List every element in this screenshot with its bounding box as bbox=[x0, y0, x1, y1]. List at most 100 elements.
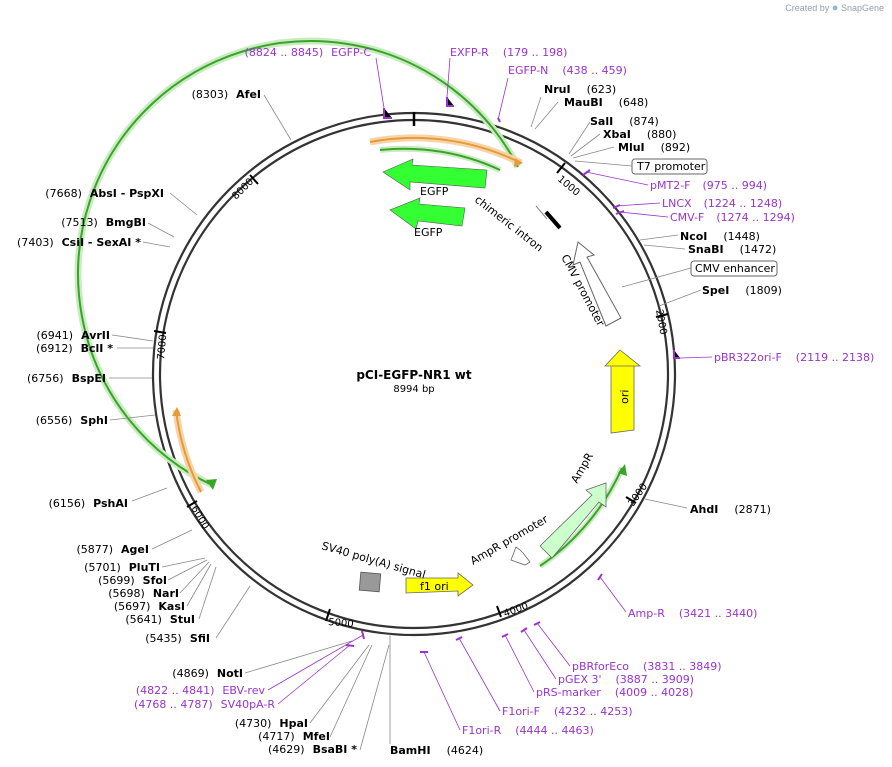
primer-label-prs-marker: pRS-marker(4009 .. 4028) bbox=[536, 686, 693, 699]
snapgene-credit: Created by ● SnapGene bbox=[785, 2, 884, 14]
site-label-csii: (7403)CsiI - SexAI * bbox=[17, 236, 141, 249]
leader-xbai bbox=[570, 133, 601, 157]
leader-pgex3 bbox=[523, 629, 557, 680]
credit-brand: SnapGene bbox=[840, 3, 884, 13]
primer-mark-egfp-c bbox=[383, 108, 392, 119]
leader-f1ori-f bbox=[458, 637, 501, 712]
site-label-kasi: (5697)KasI bbox=[114, 600, 185, 613]
leader-cmv-enhancer bbox=[621, 267, 692, 288]
site-label-absi: (7668)AbsI - PspXI bbox=[45, 187, 164, 200]
plasmid-name: pCI-EGFP-NR1 wt bbox=[356, 368, 472, 382]
tick-label-5000: 5000 bbox=[328, 617, 354, 630]
leader-sfii bbox=[215, 585, 251, 639]
leader-prs-marker bbox=[504, 634, 535, 693]
leader-pbr322ori-f bbox=[679, 356, 713, 359]
cmv-enhancer-label: CMV enhancer bbox=[695, 262, 775, 275]
orf-arc-right bbox=[539, 467, 623, 567]
primer-label-sv40pa-r: (4768 .. 4787)SV40pA-R bbox=[134, 698, 275, 711]
site-label-maubi: MauBI(648) bbox=[564, 96, 648, 109]
right-site-labels: NruI(623) MauBI(648) SalI(874) XbaI(880)… bbox=[390, 83, 782, 757]
left-leaders bbox=[109, 94, 390, 751]
site-label-sfii: (5435)SfiI bbox=[145, 632, 210, 645]
primer-label-egfp-n: EGFP-N(438 .. 459) bbox=[508, 64, 627, 77]
leader-mfei bbox=[329, 644, 373, 738]
primer-leaders bbox=[267, 57, 713, 731]
site-label-spei: SpeI(1809) bbox=[702, 284, 782, 297]
site-label-ncoi: NcoI(1448) bbox=[680, 230, 760, 243]
leader-ebv-rev bbox=[267, 634, 364, 691]
f1-ori-label: f1 ori bbox=[420, 580, 449, 593]
leader-pmt2-f bbox=[585, 171, 649, 186]
site-label-stui: (5641)StuI bbox=[125, 613, 195, 626]
tick-7000 bbox=[153, 330, 167, 334]
leader-pluti bbox=[161, 557, 206, 568]
leader-ahdi bbox=[644, 498, 688, 509]
site-label-hpai: (4730)HpaI bbox=[235, 717, 308, 730]
sv40-polya-box bbox=[358, 571, 382, 593]
primer-mark-cmv-f bbox=[615, 210, 625, 215]
site-label-mlui: MluI(892) bbox=[618, 141, 690, 154]
ampr-label: AmpR bbox=[568, 450, 596, 485]
t7-promoter-box bbox=[631, 158, 708, 175]
site-label-bspei: (6756)BspEI bbox=[27, 372, 106, 385]
primer-label-lncx: LNCX(1224 .. 1248) bbox=[662, 197, 782, 210]
ori-label: ori bbox=[618, 389, 631, 404]
cmv-enhancer-box bbox=[690, 260, 778, 277]
primer-label-ebv-rev: (4822 .. 4841)EBV-rev bbox=[136, 684, 266, 697]
orf-arc-left bbox=[77, 40, 519, 486]
egfp-label-1: EGFP bbox=[420, 185, 449, 198]
primer-label-amp-r: Amp-R(3421 .. 3440) bbox=[628, 607, 757, 620]
orf-arc-left-orange-bg bbox=[172, 409, 205, 494]
primer-label-egfp-c: (8824 .. 8845)EGFP-C bbox=[245, 46, 372, 59]
primer-label-pbrforeco: pBRforEco(3831 .. 3849) bbox=[572, 660, 722, 673]
site-label-bmgbi: (7513)BmgBI bbox=[61, 216, 146, 229]
leader-maubi bbox=[534, 101, 559, 130]
tick-label-6000: 6000 bbox=[188, 504, 210, 532]
egfp-label-2: EGFP bbox=[414, 226, 443, 239]
site-label-pluti: (5701)PluTI bbox=[84, 561, 160, 574]
site-label-bcli: (6912)BclI * bbox=[36, 342, 113, 355]
tick-4000 bbox=[496, 605, 502, 618]
egfp-arrow-1 bbox=[382, 158, 488, 191]
leader-snabi bbox=[643, 244, 686, 250]
tick-label-4000: 4000 bbox=[502, 601, 530, 620]
tick-label-3000: 3000 bbox=[626, 482, 650, 509]
t7-promoter-label: T7 promoter bbox=[636, 160, 706, 173]
leader-sfoi bbox=[167, 559, 208, 581]
leader-bsabi bbox=[359, 644, 390, 751]
tick-1000 bbox=[556, 162, 566, 174]
primer-mark-exfp-r bbox=[446, 97, 454, 107]
primer-label-f1ori-f: F1ori-F(4232 .. 4253) bbox=[502, 705, 633, 718]
site-label-sphi: (6556)SphI bbox=[36, 414, 108, 427]
leader-lncx bbox=[615, 202, 661, 207]
site-label-nari: (5698)NarI bbox=[108, 587, 179, 600]
orf-arc-left-orange bbox=[175, 409, 202, 493]
leader-egfp-c bbox=[375, 57, 385, 109]
primer-label-cmv-f: CMV-F(1274 .. 1294) bbox=[670, 211, 795, 224]
leader-agei bbox=[151, 529, 193, 550]
leader-nrui bbox=[530, 96, 542, 128]
primer-label-pbr322ori-f: pBR322ori-F(2119 .. 2138) bbox=[714, 351, 874, 364]
leader-nari bbox=[179, 561, 210, 594]
site-label-avrii: (6941)AvrII bbox=[37, 329, 110, 342]
credit-prefix: Created by bbox=[785, 3, 830, 13]
f1-ori-arrow bbox=[405, 572, 474, 597]
site-label-bsabi: (4629)BsaBI * bbox=[268, 743, 357, 756]
right-leaders bbox=[389, 96, 702, 744]
leader-f1ori-r bbox=[423, 651, 461, 731]
site-label-bamhi: BamHI(4624) bbox=[390, 744, 483, 757]
tick-5000 bbox=[325, 608, 331, 622]
leader-ncoi bbox=[639, 234, 679, 241]
tick-6000 bbox=[186, 500, 198, 508]
chimeric-intron-thin bbox=[535, 205, 548, 220]
orf-arc-right-head bbox=[618, 464, 627, 476]
leader-egfp-n bbox=[497, 77, 509, 121]
cmv-promoter-arrow bbox=[572, 241, 622, 327]
left-site-labels: (4629)BsaBI * (4717)MfeI (4730)HpaI (486… bbox=[17, 88, 357, 756]
site-label-xbai: XbaI(880) bbox=[603, 128, 676, 141]
leader-t7 bbox=[574, 160, 633, 167]
site-label-noti: (4869)NotI bbox=[172, 667, 243, 680]
ampr-arrow bbox=[539, 482, 607, 559]
site-label-ahdi: AhdI(2871) bbox=[690, 503, 771, 516]
